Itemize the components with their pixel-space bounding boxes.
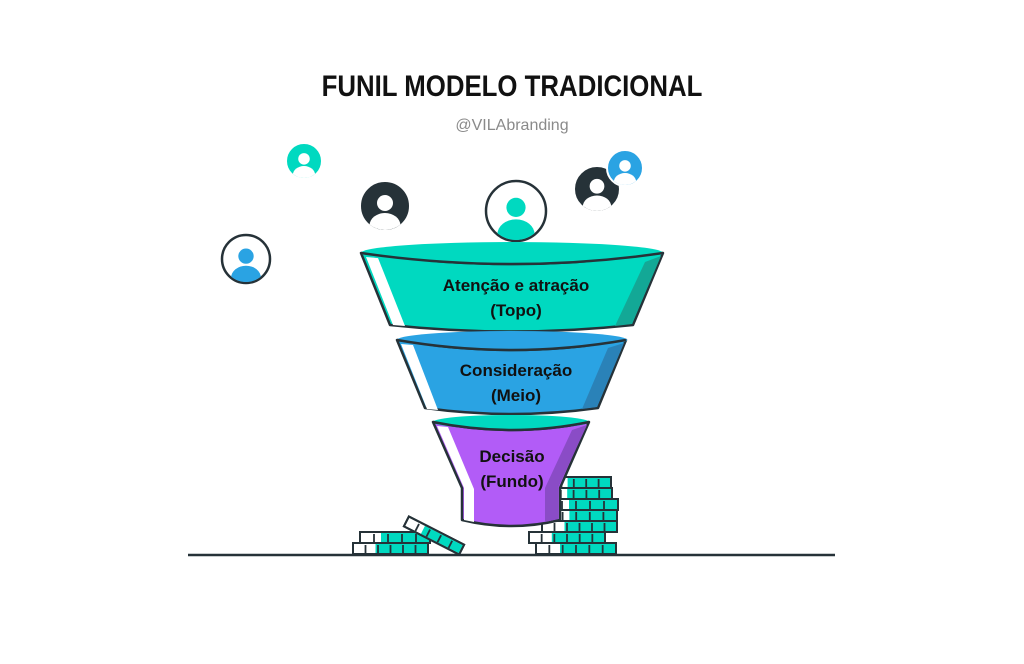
coins-group xyxy=(352,476,619,556)
stage-top-label-1: Atenção e atração xyxy=(443,276,589,295)
coin-left-1 xyxy=(352,542,429,555)
person-blue-filled-icon xyxy=(606,149,644,187)
funnel: Atenção e atração (Topo) Consideração (M… xyxy=(359,242,665,528)
stage-bottom-rim xyxy=(433,415,589,429)
person-dark-left-icon xyxy=(359,180,411,232)
coin-stack-2 xyxy=(528,531,606,544)
person-teal-filled-icon xyxy=(285,142,323,180)
stage-bottom-label-1: Decisão xyxy=(479,447,544,466)
stage-top-highlight xyxy=(366,257,405,326)
stage-bottom-label-2: (Fundo) xyxy=(480,472,543,491)
person-outline-blue-icon xyxy=(220,233,272,285)
people-group xyxy=(220,142,644,285)
stage-bottom-shade xyxy=(545,425,587,522)
stage-middle-rim xyxy=(397,331,627,349)
person-outline-teal-icon xyxy=(484,179,548,243)
stage-top-rim xyxy=(361,242,663,264)
stage-top-shade xyxy=(615,256,661,326)
stage-bottom-highlight xyxy=(437,426,474,522)
stage-middle-rim-edge xyxy=(396,338,627,352)
person-dark-right-icon xyxy=(573,165,621,213)
stage-middle-label-2: (Meio) xyxy=(491,386,541,405)
page-title: FUNIL MODELO TRADICIONAL xyxy=(321,70,703,103)
stage-middle-shade xyxy=(582,343,624,409)
coin-tilted xyxy=(402,515,466,556)
stage-top-rim-edge xyxy=(360,251,664,266)
stage-top-label-2: (Topo) xyxy=(490,301,542,320)
coin-stack-1 xyxy=(535,542,617,555)
funnel-stage-top: Atenção e atração (Topo) xyxy=(359,242,665,333)
funnel-stage-middle: Consideração (Meio) xyxy=(395,331,628,416)
stage-middle-highlight xyxy=(401,344,438,410)
brand-handle: @VILAbranding xyxy=(455,117,569,134)
funnel-stage-bottom: Decisão (Fundo) xyxy=(431,415,591,528)
stage-bottom-rim-edge xyxy=(432,420,590,432)
stage-middle-label-1: Consideração xyxy=(460,361,572,380)
